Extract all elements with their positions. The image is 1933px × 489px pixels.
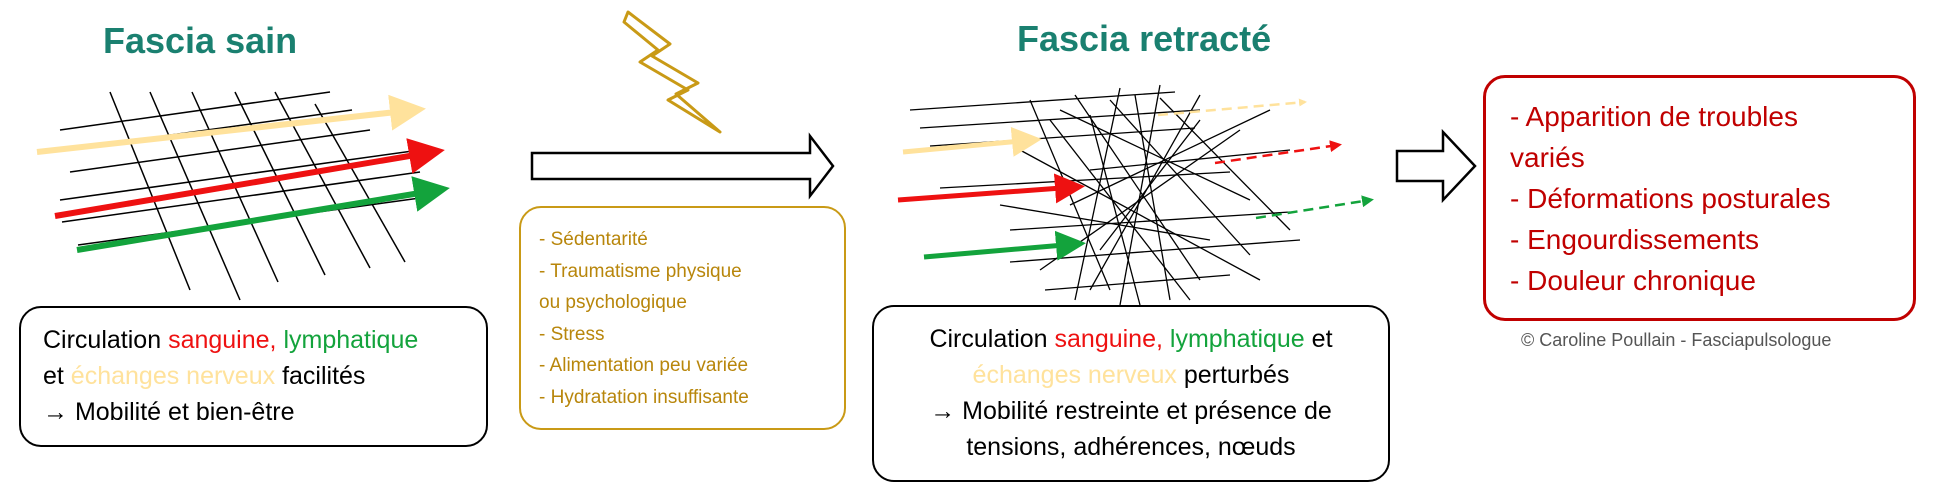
cause-item: - Hydratation insuffisante bbox=[539, 386, 749, 408]
nerve-arrow bbox=[36, 94, 426, 155]
healthy-fiber-mesh bbox=[59, 91, 421, 301]
effect-item: - Douleur chronique bbox=[1510, 265, 1756, 296]
effects-list: - Apparition de troubles variés - Déform… bbox=[1510, 96, 1913, 301]
blood-arrow-dashed bbox=[1214, 140, 1342, 165]
cause-item: - Stress bbox=[539, 323, 605, 345]
caption-text: et bbox=[1311, 325, 1333, 353]
copyright-text: © Caroline Poullain - Fasciapulsologue bbox=[1521, 330, 1832, 350]
sanguine-label: sanguine, bbox=[168, 326, 277, 354]
effect-item: - Apparition de troubles bbox=[1510, 101, 1798, 132]
nerve-arrow-dashed bbox=[1157, 98, 1307, 117]
cause-item: - Alimentation peu variée bbox=[539, 355, 749, 376]
effects-box: - Apparition de troubles variés - Déform… bbox=[1483, 75, 1916, 321]
caption-text: Circulation bbox=[43, 326, 169, 354]
retracted-fiber-mesh bbox=[909, 84, 1301, 306]
caption-text: perturbés bbox=[1183, 361, 1290, 389]
caption-text: Circulation bbox=[929, 325, 1055, 353]
nerve-arrow-solid bbox=[902, 126, 1042, 157]
healthy-title: Fascia sain bbox=[103, 20, 298, 61]
sanguine-label: sanguine, bbox=[1054, 325, 1163, 353]
effect-item: - Déformations posturales bbox=[1510, 183, 1831, 214]
causes-list: - Sédentarité - Traumatisme physique ou … bbox=[539, 224, 844, 413]
effect-item: - Engourdissements bbox=[1510, 224, 1760, 255]
cause-item: - Sédentarité bbox=[539, 229, 648, 250]
retracted-title: Fascia retracté bbox=[1017, 18, 1272, 59]
blood-arrow-solid bbox=[897, 173, 1085, 204]
effect-item: variés bbox=[1510, 142, 1585, 173]
transition-arrow bbox=[530, 132, 835, 200]
lymphatique-label: lymphatique bbox=[1169, 325, 1305, 353]
lymph-arrow bbox=[76, 176, 450, 253]
causes-box: - Sédentarité - Traumatisme physique ou … bbox=[519, 206, 846, 430]
cause-item: - Traumatisme physique bbox=[539, 260, 742, 282]
nerveux-label: échanges nerveux bbox=[70, 362, 276, 390]
cause-item: ou psychologique bbox=[539, 292, 687, 313]
blood-arrow bbox=[54, 138, 445, 219]
lightning-icon bbox=[622, 10, 722, 134]
lymphatique-label: lymphatique bbox=[283, 326, 419, 354]
retracted-arrows bbox=[897, 98, 1374, 261]
lymph-arrow-solid bbox=[923, 230, 1086, 261]
caption-text: et bbox=[43, 362, 71, 390]
nerveux-label: échanges nerveux bbox=[972, 361, 1177, 389]
mobility-text: → Mobilité et bien-être bbox=[43, 398, 295, 426]
lymph-arrow-dashed bbox=[1255, 195, 1374, 220]
caption-text: facilités bbox=[282, 362, 366, 390]
mobility-text: → Mobilité restreinte et présence de bbox=[930, 397, 1332, 425]
retracted-caption-box: Circulation sanguine, lymphatique et éch… bbox=[872, 305, 1390, 482]
healthy-arrows bbox=[36, 94, 450, 253]
healthy-caption-box: Circulation sanguine, lymphatique et éch… bbox=[19, 306, 488, 447]
tension-text: tensions, adhérences, nœuds bbox=[966, 433, 1296, 461]
consequence-arrow bbox=[1395, 128, 1477, 204]
